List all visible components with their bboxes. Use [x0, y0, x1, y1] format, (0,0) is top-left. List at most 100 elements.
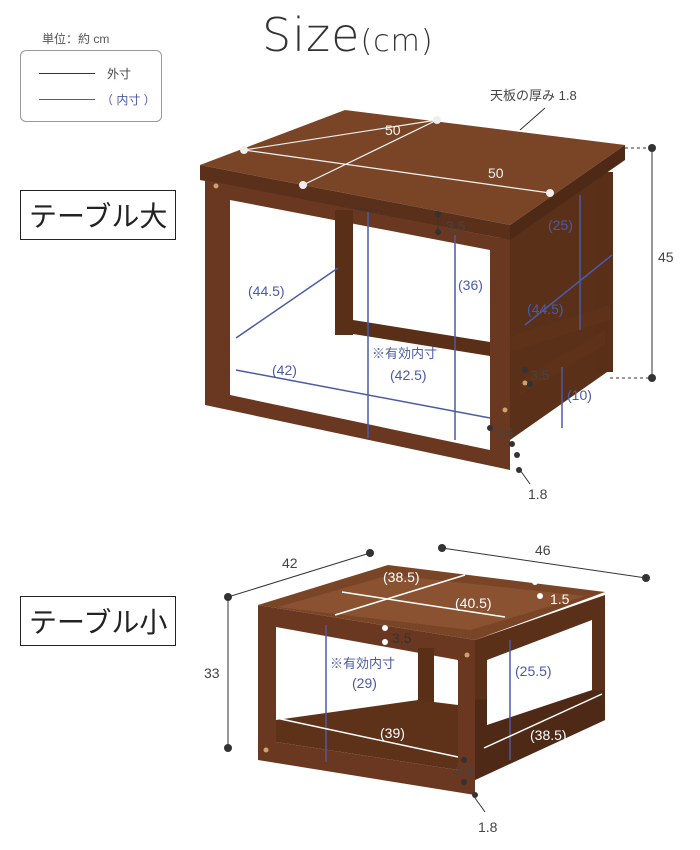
large-table-label: テーブル大 — [20, 190, 177, 240]
large-bolt-1 — [213, 183, 219, 189]
small-bolt-1 — [263, 747, 269, 753]
large-frame-35-b: 3.5 — [530, 367, 550, 383]
large-inner-front-text: (42) — [272, 362, 297, 378]
small-inner-a-text: (38.5) — [383, 569, 420, 585]
large-bolt-2 — [502, 407, 508, 413]
small-table-label: テーブル小 — [20, 596, 177, 646]
small-dim-dot — [224, 744, 232, 752]
large-depth-text: 50 — [488, 165, 504, 181]
large-dim-dot — [509, 441, 515, 447]
small-bottom-18: 1.8 — [478, 819, 498, 835]
small-rim-text: 1.5 — [550, 591, 570, 607]
large-dim-dot — [648, 144, 656, 152]
small-dim-dot — [382, 639, 388, 645]
small-bolt-2 — [464, 652, 470, 658]
large-effective-guide — [354, 207, 386, 213]
large-dim-dot — [522, 367, 528, 373]
large-inner-right-text: (44.5) — [527, 301, 564, 317]
large-side-rail-low — [500, 305, 610, 355]
large-bolt-3 — [522, 380, 528, 386]
large-dim-dot — [433, 116, 441, 124]
large-dim-dot — [648, 374, 656, 382]
large-dim-dot — [514, 452, 520, 458]
large-effective-value: (42.5) — [390, 367, 427, 383]
small-dim-dot — [472, 792, 478, 798]
legend-outer-label: 外寸 — [107, 67, 132, 81]
small-dim-dot — [366, 549, 374, 557]
large-side-rail-bottom — [520, 330, 605, 395]
large-inner-left-text: (44.5) — [248, 283, 285, 299]
large-inner-back-leg — [335, 210, 353, 335]
title-text: Size — [262, 8, 361, 62]
small-dim-dot — [461, 757, 467, 763]
large-width-line — [243, 119, 438, 151]
small-dim-dot — [461, 779, 467, 785]
legend-outer-line — [39, 73, 95, 74]
large-dim-dot — [240, 146, 248, 154]
unit-note: 単位：約 cm — [42, 32, 110, 46]
large-side-height-text: (25) — [548, 217, 573, 233]
small-inner-side-text: (38.5) — [530, 727, 567, 743]
large-tabletop — [200, 110, 625, 225]
large-leg-gap-text: (10) — [567, 387, 592, 403]
large-frame-35-a: 3.5 — [446, 218, 466, 234]
large-dim-dot — [435, 211, 441, 217]
large-inner-front-arrow — [235, 369, 491, 419]
small-frame-35-b: 3.5 — [455, 763, 475, 779]
large-inner-right-arrow — [524, 254, 613, 326]
small-inner-b-arrow — [341, 591, 506, 618]
small-bottom-shelf — [276, 700, 458, 770]
large-tabletop-side-edge — [510, 145, 625, 240]
large-inner-left-arrow — [235, 267, 339, 339]
legend-inner-label: （ 内寸 ） — [101, 93, 156, 107]
small-effective-note: ※有効内寸 — [330, 656, 395, 671]
small-inner-a-arrow — [334, 574, 466, 616]
legend: 外寸 （ 内寸 ） — [20, 50, 162, 122]
large-dim-dot — [527, 381, 533, 387]
small-dim-dot — [642, 574, 650, 582]
title-unit: (cm) — [360, 24, 434, 59]
small-inner-b-text: (40.5) — [455, 595, 492, 611]
small-frame-35-a: 3.5 — [392, 630, 412, 646]
large-table: 50 50 45 天板の厚み 1.8 (44.5) (42) ※有効内寸 (42… — [200, 88, 674, 502]
small-dim-dot — [438, 544, 446, 552]
large-dim-dot — [299, 181, 307, 189]
large-height-text: 45 — [658, 249, 674, 265]
large-thickness-leader — [519, 107, 546, 131]
large-bottom-leader — [519, 469, 531, 485]
small-depth-line — [227, 552, 371, 598]
large-frame-35-c: 3.5 — [494, 425, 514, 441]
small-dim-dot — [224, 593, 232, 601]
small-inner-back-leg — [418, 648, 434, 708]
large-effective-note: ※有効内寸 — [372, 346, 437, 361]
small-inner-bottom-text: (39) — [380, 725, 405, 741]
small-table: 42 46 33 (38.5) (40.5) 1.5 3.5 ※有効内寸 (29… — [204, 542, 650, 835]
small-tray-inner — [278, 575, 585, 630]
small-height-text: 33 — [204, 665, 220, 681]
small-width-text: 46 — [535, 542, 551, 558]
large-dim-dot — [487, 425, 493, 431]
small-effective-value: (29) — [352, 675, 377, 691]
large-side-shade — [500, 170, 610, 440]
small-dim-dot — [382, 625, 388, 631]
small-inner-height-text: (25.5) — [515, 663, 552, 679]
large-inner-height-text: (36) — [458, 277, 483, 293]
small-dim-dot — [532, 579, 538, 585]
large-depth-guide — [243, 149, 551, 194]
large-tabletop-front-edge — [200, 165, 510, 240]
page-title: Size(cm) — [262, 8, 434, 62]
large-thickness-text: 天板の厚み 1.8 — [490, 88, 577, 103]
large-dim-dot — [435, 229, 441, 235]
large-depth-guide-2 — [302, 119, 438, 186]
small-dim-dot — [537, 593, 543, 599]
small-inner-bottom-arrow — [275, 717, 459, 758]
large-dim-dot — [546, 189, 554, 197]
small-inner-side-arrow — [483, 693, 603, 749]
legend-inner-line — [39, 99, 95, 100]
small-depth-text: 42 — [282, 555, 298, 571]
small-bottom-leader — [474, 797, 486, 813]
small-side-opening — [487, 620, 592, 725]
large-width-text: 50 — [385, 122, 401, 138]
small-width-line — [441, 547, 647, 579]
